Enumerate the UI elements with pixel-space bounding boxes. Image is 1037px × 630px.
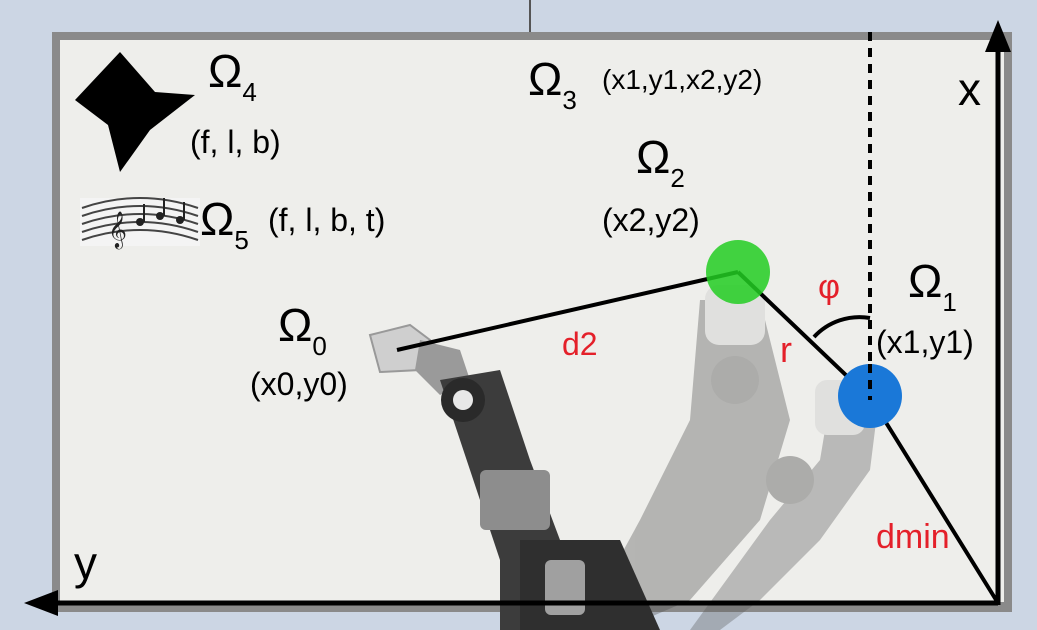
omega2-params: (x2,y2)	[602, 202, 700, 238]
d2-line	[396, 270, 739, 352]
omega1-params: (x1,y1)	[876, 324, 974, 360]
y-axis-label: y	[74, 537, 97, 589]
omega4-index: 4	[242, 77, 257, 107]
omega3-params: (x1,y1,x2,y2)	[602, 64, 763, 95]
omega0-label: Ω0	[278, 299, 327, 359]
target-green-marker	[706, 240, 770, 304]
omega0-symbol: Ω	[278, 299, 313, 351]
omega3-index: 3	[562, 85, 577, 115]
omega3-label: Ω3	[528, 53, 577, 113]
robot-arm	[368, 323, 660, 630]
omega4-label: Ω4	[208, 45, 257, 105]
omega0-params: (x0,y0)	[250, 366, 348, 402]
dmin-label: dmin	[876, 518, 950, 556]
robot-arm-ghost	[580, 285, 880, 630]
omega1-symbol: Ω	[908, 255, 943, 307]
omega3-symbol: Ω	[528, 53, 563, 105]
omega2-label: Ω2	[636, 131, 685, 191]
x-axis-arrowhead	[985, 20, 1011, 52]
omega4-symbol: Ω	[208, 45, 243, 97]
phi-angle-arc	[812, 315, 871, 339]
r-label: r	[780, 329, 792, 370]
phi-label: φ	[818, 268, 841, 306]
omega2-index: 2	[670, 163, 685, 193]
omega5-index: 5	[234, 225, 249, 255]
omega1-index: 1	[942, 287, 957, 317]
omega0-index: 0	[312, 331, 327, 361]
arrowhead-shape-icon	[75, 52, 195, 172]
omega1-label: Ω1	[908, 255, 957, 315]
y-axis-arrowhead	[24, 590, 58, 616]
omega5-params: (f, l, b, t)	[268, 202, 386, 238]
music-notes-icon: 𝄞	[80, 197, 200, 249]
omega2-symbol: Ω	[636, 131, 671, 183]
omega5-label: Ω5	[200, 193, 249, 253]
x-axis-label: x	[958, 63, 981, 115]
d2-label: d2	[562, 326, 598, 362]
omega5-symbol: Ω	[200, 193, 235, 245]
svg-text:𝄞: 𝄞	[108, 210, 127, 249]
omega4-params: (f, l, b)	[190, 124, 281, 160]
